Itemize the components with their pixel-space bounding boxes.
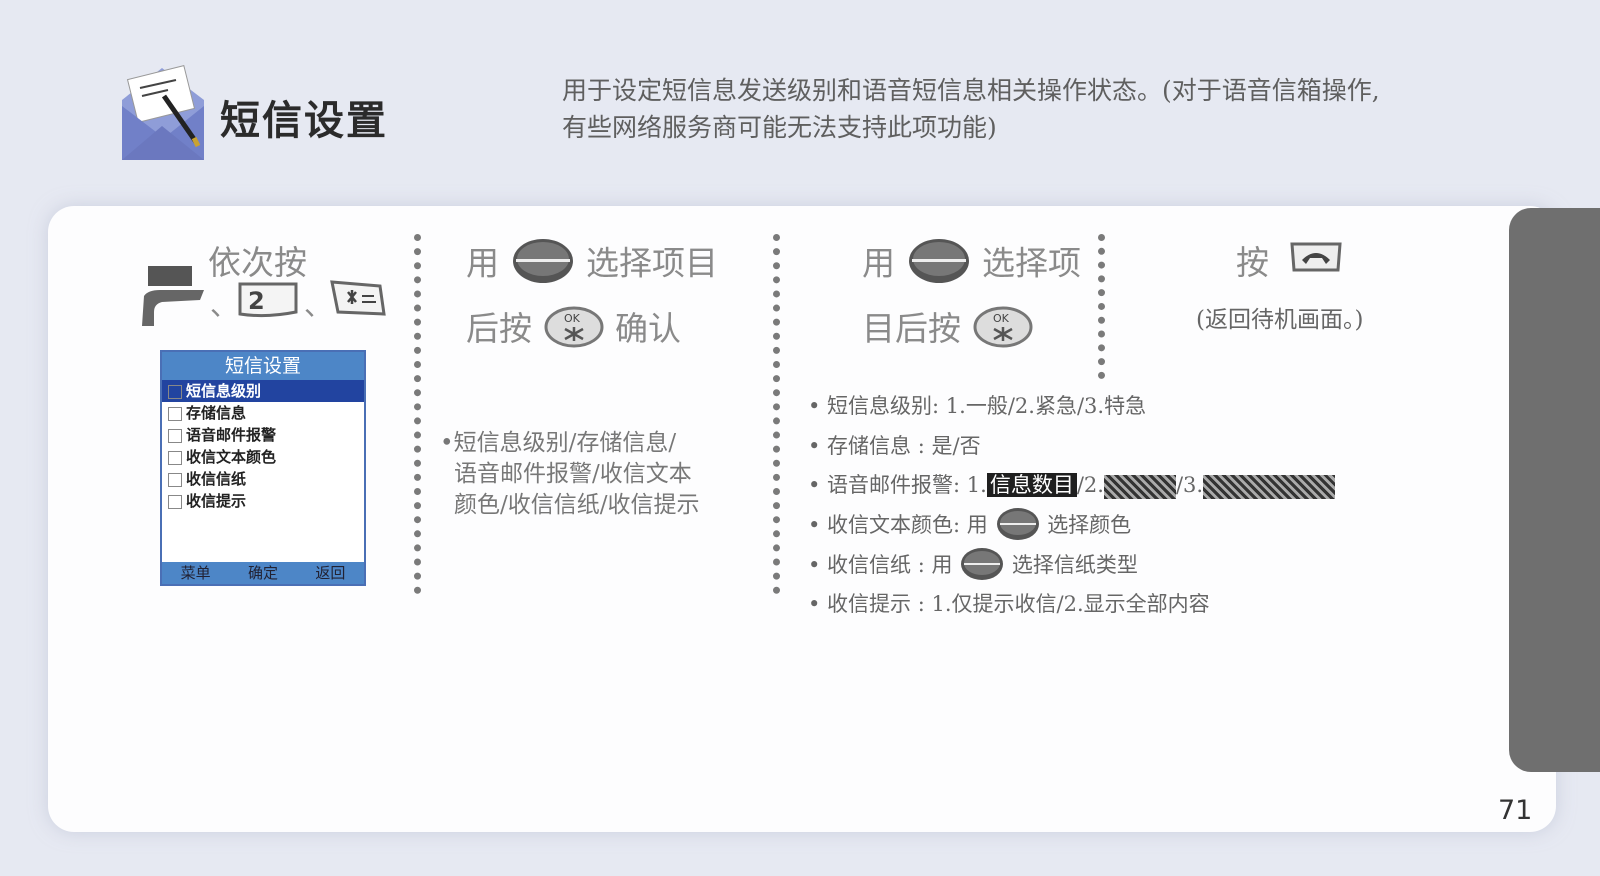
item-number-icon bbox=[168, 428, 182, 443]
ok-key-icon: OK bbox=[543, 305, 605, 357]
bullet-item: • 收信信纸 : 用 选择信纸类型 bbox=[808, 546, 1138, 587]
col2-note-line-3: 颜色/收信信纸/收信提示 bbox=[454, 492, 700, 518]
screen-item[interactable]: 语音邮件报警 bbox=[162, 424, 364, 446]
col1-sep-2: 、 bbox=[304, 289, 333, 322]
screen-item-label: 收信文本颜色 bbox=[186, 448, 277, 466]
highlighted-option: 信息数目 bbox=[986, 473, 1077, 497]
screen-item[interactable]: 存储信息 bbox=[162, 402, 364, 424]
ok-key-icon: OK bbox=[972, 305, 1034, 357]
screen-item[interactable]: 收信文本颜色 bbox=[162, 446, 364, 468]
screen-item-label: 收信信纸 bbox=[186, 470, 247, 488]
col2-note: •短信息级别/存储信息/ 语音邮件报警/收信文本 颜色/收信信纸/收信提示 bbox=[440, 428, 700, 521]
col2-line1-a: 用 bbox=[466, 243, 499, 283]
svg-text:OK: OK bbox=[993, 312, 1010, 325]
redacted-option-3 bbox=[1203, 474, 1336, 499]
bullet-item: • 收信提示 : 1.仅提示收信/2.显示全部内容 bbox=[808, 592, 1210, 616]
separator-3 bbox=[1098, 234, 1105, 379]
page-number: 71 bbox=[1498, 795, 1533, 826]
envelope-icon bbox=[118, 60, 208, 174]
nav-key-updown-icon bbox=[510, 236, 576, 294]
nav-key-updown-icon bbox=[906, 236, 972, 294]
softkey-menu[interactable]: 菜单 bbox=[180, 564, 211, 582]
bullet-b4-b: 选择颜色 bbox=[1047, 513, 1132, 537]
screen-item[interactable]: 收信提示 bbox=[162, 490, 364, 512]
screen-item[interactable]: 收信信纸 bbox=[162, 468, 364, 490]
softkey-back[interactable]: 返回 bbox=[315, 564, 346, 582]
col2-line2-a: 后按 bbox=[466, 309, 532, 348]
col1-sep-1: 、 bbox=[210, 289, 239, 322]
screen-item-label: 语音邮件报警 bbox=[186, 426, 277, 444]
separator-1 bbox=[414, 234, 421, 594]
col2-line2: 后按 OK 确认 bbox=[466, 302, 681, 357]
svg-text:OK: OK bbox=[564, 312, 581, 325]
screen-item[interactable]: 短信息级别 bbox=[162, 380, 364, 402]
col2-line1: 用 选择项目 bbox=[466, 236, 718, 294]
page-description: 用于设定短信息发送级别和语音短信息相关操作状态。(对于语音信箱操作, 有些网络服… bbox=[562, 72, 1462, 146]
bullet-b4-a: • 收信文本颜色: 用 bbox=[808, 513, 988, 537]
screen-item-label: 存储信息 bbox=[186, 404, 247, 422]
col3-line2: 目后按 OK bbox=[862, 302, 1034, 357]
col2-note-line-2: 语音邮件报警/收信文本 bbox=[454, 461, 692, 487]
bullet-item: • 短信息级别: 1.一般/2.紧急/3.特急 bbox=[808, 394, 1147, 418]
nav-key-small-icon bbox=[995, 506, 1041, 547]
description-line-2: 有些网络服务商可能无法支持此项功能) bbox=[562, 113, 997, 142]
col2-line2-b: 确认 bbox=[615, 309, 681, 348]
bullet-item: • 存储信息 : 是/否 bbox=[808, 434, 981, 458]
nav-key-small-icon bbox=[959, 546, 1005, 587]
key-star-icon bbox=[328, 278, 388, 322]
bullet-b5-a: • 收信信纸 : 用 bbox=[808, 553, 953, 577]
redacted-option-2 bbox=[1103, 474, 1176, 499]
softkey-ok[interactable]: 确定 bbox=[247, 564, 278, 582]
col3-line1-b: 选择项 bbox=[982, 243, 1081, 283]
col2-line1-b: 选择项目 bbox=[586, 243, 718, 283]
col2-note-line-1: •短信息级别/存储信息/ bbox=[440, 430, 677, 456]
item-number-icon bbox=[168, 406, 182, 421]
col3-line1-a: 用 bbox=[862, 243, 895, 283]
page-title: 短信设置 bbox=[220, 97, 388, 144]
side-tab bbox=[1509, 208, 1600, 772]
bullet-b3-mid: /2. bbox=[1076, 473, 1104, 497]
item-number-icon bbox=[168, 494, 182, 509]
screen-item-label: 收信提示 bbox=[186, 492, 247, 510]
col1-label: 依次按 bbox=[208, 243, 307, 282]
end-key-icon bbox=[1288, 240, 1344, 278]
bullet-b5-b: 选择信纸类型 bbox=[1011, 553, 1138, 577]
screen-softkeys: 菜单 确定 返回 bbox=[162, 562, 364, 584]
item-number-icon bbox=[168, 450, 182, 465]
screen-item-label: 短信息级别 bbox=[186, 382, 262, 400]
bullet-b3-prefix: • 语音邮件报警: 1. bbox=[808, 473, 987, 497]
bullet-item: • 收信文本颜色: 用 选择颜色 bbox=[808, 506, 1131, 547]
item-number-icon bbox=[168, 472, 182, 487]
key-2-text: 2 bbox=[248, 287, 265, 315]
bullet-b3-mid2: /3. bbox=[1175, 473, 1204, 497]
col4-label: 按 bbox=[1236, 243, 1269, 282]
phone-screen: 短信设置 短信息级别 存储信息 语音邮件报警 收信文本颜色 收信信纸 收信提示 … bbox=[160, 350, 366, 586]
key-2-icon: 2 bbox=[236, 282, 300, 322]
col3-line1: 用 选择项 bbox=[862, 236, 1081, 294]
item-number-icon bbox=[168, 384, 182, 399]
col4-note: (返回待机画面。) bbox=[1196, 307, 1364, 333]
separator-2 bbox=[773, 234, 780, 594]
col3-line2-a: 目后按 bbox=[862, 309, 961, 348]
screen-title: 短信设置 bbox=[162, 352, 364, 380]
description-line-1: 用于设定短信息发送级别和语音短信息相关操作状态。(对于语音信箱操作, bbox=[562, 76, 1380, 105]
menu-softkey-icon bbox=[140, 266, 206, 332]
bullet-item: • 语音邮件报警: 1.信息数目/2. /3. bbox=[808, 469, 1336, 499]
